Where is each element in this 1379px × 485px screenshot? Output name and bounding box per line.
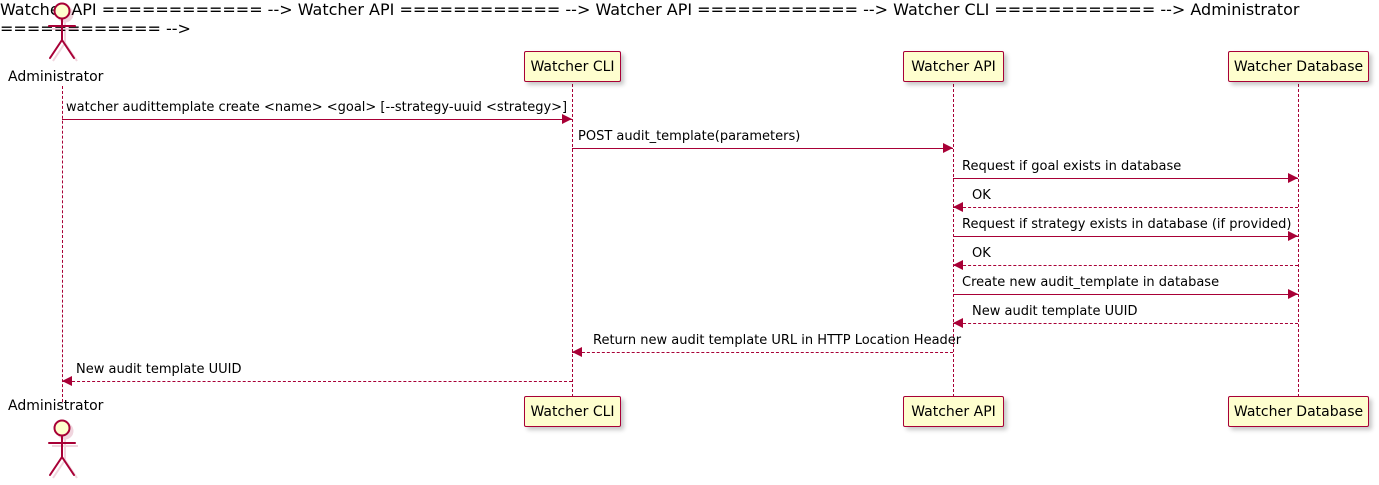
lifeline-administrator <box>62 86 63 402</box>
message-arrow-3 <box>953 178 1298 179</box>
message-label-3: Request if goal exists in database <box>962 159 1182 174</box>
message-arrow-10 <box>62 381 572 382</box>
message-arrow-8 <box>953 323 1298 324</box>
participant-watcher-database-top[interactable]: Watcher Database <box>1228 51 1369 82</box>
participant-watcher-cli-top[interactable]: Watcher CLI <box>524 51 621 82</box>
message-label-4: OK <box>972 188 991 203</box>
actor-icon-administrator-top <box>40 2 84 64</box>
message-arrowhead-2 <box>943 143 953 153</box>
lifeline-watcher-api <box>953 84 954 397</box>
participant-watcher-cli-bottom[interactable]: Watcher CLI <box>524 396 621 427</box>
message-arrow-2 <box>572 148 953 149</box>
message-label-1: watcher audittemplate create <name> <goa… <box>66 100 568 115</box>
message-arrowhead-6 <box>953 260 963 270</box>
message-label-7: Create new audit_template in database <box>962 275 1220 290</box>
message-label-6: OK <box>972 246 991 261</box>
message-arrowhead-5 <box>1288 231 1298 241</box>
message-arrow-9 <box>572 352 953 353</box>
message-arrowhead-4 <box>953 202 963 212</box>
actor-label-administrator-top: Administrator <box>8 69 104 85</box>
actor-label-administrator-bottom: Administrator <box>8 398 104 414</box>
message-label-2: POST audit_template(parameters) <box>578 129 801 144</box>
participant-watcher-api-top[interactable]: Watcher API <box>903 51 1004 82</box>
message-arrowhead-1 <box>562 114 572 124</box>
participant-watcher-api-bottom[interactable]: Watcher API <box>903 396 1004 427</box>
message-label-10: New audit template UUID <box>76 362 242 377</box>
message-arrow-4 <box>953 207 1298 208</box>
message-label-5: Request if strategy exists in database (… <box>962 217 1292 232</box>
actor-icon-administrator-bottom <box>40 419 84 481</box>
message-arrowhead-7 <box>1288 289 1298 299</box>
lifeline-watcher-cli <box>572 84 573 397</box>
message-arrowhead-3 <box>1288 173 1298 183</box>
participant-watcher-database-bottom[interactable]: Watcher Database <box>1228 396 1369 427</box>
message-arrow-7 <box>953 294 1298 295</box>
message-arrow-5 <box>953 236 1298 237</box>
message-label-8: New audit template UUID <box>972 304 1138 319</box>
message-label-9: Return new audit template URL in HTTP Lo… <box>593 333 962 348</box>
lifeline-watcher-database <box>1298 84 1299 397</box>
message-arrowhead-10 <box>62 376 72 386</box>
message-arrow-1 <box>62 119 572 120</box>
message-arrow-6 <box>953 265 1298 266</box>
message-arrowhead-8 <box>953 318 963 328</box>
message-arrowhead-9 <box>572 347 582 357</box>
